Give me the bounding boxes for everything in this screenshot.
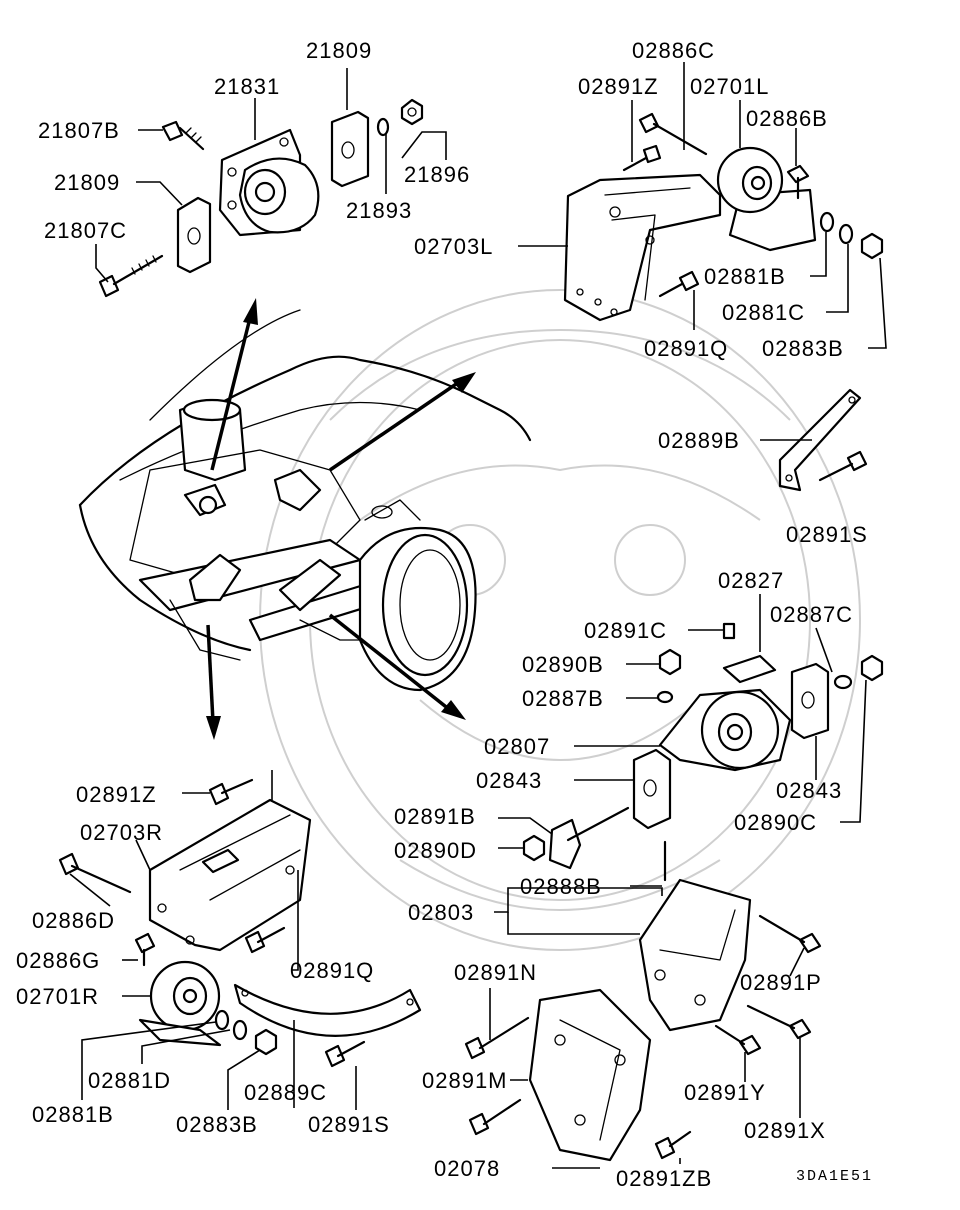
label-02843-left: 02843 bbox=[476, 768, 542, 793]
label-02881D: 02881D bbox=[88, 1068, 171, 1093]
left-mount-parts bbox=[98, 98, 424, 298]
part-labels: 21809 21831 21807B 21809 21896 21893 218… bbox=[16, 38, 873, 1191]
transaxle-mount-group bbox=[522, 622, 884, 1056]
label-02883B-top: 02883B bbox=[762, 336, 844, 361]
label-02891Z-top: 02891Z bbox=[578, 74, 659, 99]
figure-code: 3DA1E51 bbox=[796, 1168, 873, 1185]
right-mount-parts bbox=[58, 778, 422, 1068]
label-02883B-bottom: 02883B bbox=[176, 1112, 258, 1137]
label-02891X: 02891X bbox=[744, 1118, 826, 1143]
label-02887B: 02887B bbox=[522, 686, 604, 711]
label-02889C: 02889C bbox=[244, 1080, 327, 1105]
label-02881B-top: 02881B bbox=[704, 264, 786, 289]
label-02888B: 02888B bbox=[520, 874, 602, 899]
label-02881C: 02881C bbox=[722, 300, 805, 325]
label-02890C: 02890C bbox=[734, 810, 817, 835]
label-21893: 21893 bbox=[346, 198, 412, 223]
label-02891Y: 02891Y bbox=[684, 1080, 766, 1105]
label-02891Q-top: 02891Q bbox=[644, 336, 728, 361]
label-02890D: 02890D bbox=[394, 838, 477, 863]
label-02891N: 02891N bbox=[454, 960, 537, 985]
label-02886B: 02886B bbox=[746, 106, 828, 131]
label-21809-top: 21809 bbox=[306, 38, 372, 63]
label-02891M: 02891M bbox=[422, 1068, 508, 1093]
label-02807: 02807 bbox=[484, 734, 550, 759]
label-02891S-right: 02891S bbox=[786, 522, 868, 547]
label-02891ZB: 02891ZB bbox=[616, 1166, 712, 1191]
label-02886G: 02886G bbox=[16, 948, 100, 973]
label-02703R: 02703R bbox=[80, 820, 163, 845]
label-02890B: 02890B bbox=[522, 652, 604, 677]
label-02703L: 02703L bbox=[414, 234, 493, 259]
label-02078: 02078 bbox=[434, 1156, 500, 1181]
bracket-02078-group bbox=[464, 988, 692, 1162]
label-02886C: 02886C bbox=[632, 38, 715, 63]
label-02701L: 02701L bbox=[690, 74, 769, 99]
upper-right-mount-parts bbox=[563, 112, 884, 322]
bracket-02889B-group bbox=[778, 388, 868, 492]
callout-arrows bbox=[206, 298, 476, 740]
label-02881B-bottom: 02881B bbox=[32, 1102, 114, 1127]
label-02827: 02827 bbox=[718, 568, 784, 593]
label-02891Q-bottom: 02891Q bbox=[290, 958, 374, 983]
engine-bay-overview bbox=[78, 309, 532, 692]
label-02889B: 02889B bbox=[658, 428, 740, 453]
label-02891B: 02891B bbox=[394, 804, 476, 829]
label-02803: 02803 bbox=[408, 900, 474, 925]
label-21807B: 21807B bbox=[38, 118, 120, 143]
label-21896: 21896 bbox=[404, 162, 470, 187]
label-21831: 21831 bbox=[214, 74, 280, 99]
label-02891Z-bottom: 02891Z bbox=[76, 782, 157, 807]
label-21807C: 21807C bbox=[44, 218, 127, 243]
label-02891P: 02891P bbox=[740, 970, 822, 995]
label-21809-left: 21809 bbox=[54, 170, 120, 195]
watermark-emblem bbox=[259, 289, 861, 951]
label-02887C: 02887C bbox=[770, 602, 853, 627]
label-02843-right: 02843 bbox=[776, 778, 842, 803]
label-02891S-bottom: 02891S bbox=[308, 1112, 390, 1137]
label-02886D: 02886D bbox=[32, 908, 115, 933]
leader-lines bbox=[69, 62, 887, 1169]
label-02701R: 02701R bbox=[16, 984, 99, 1009]
label-02891C: 02891C bbox=[584, 618, 667, 643]
